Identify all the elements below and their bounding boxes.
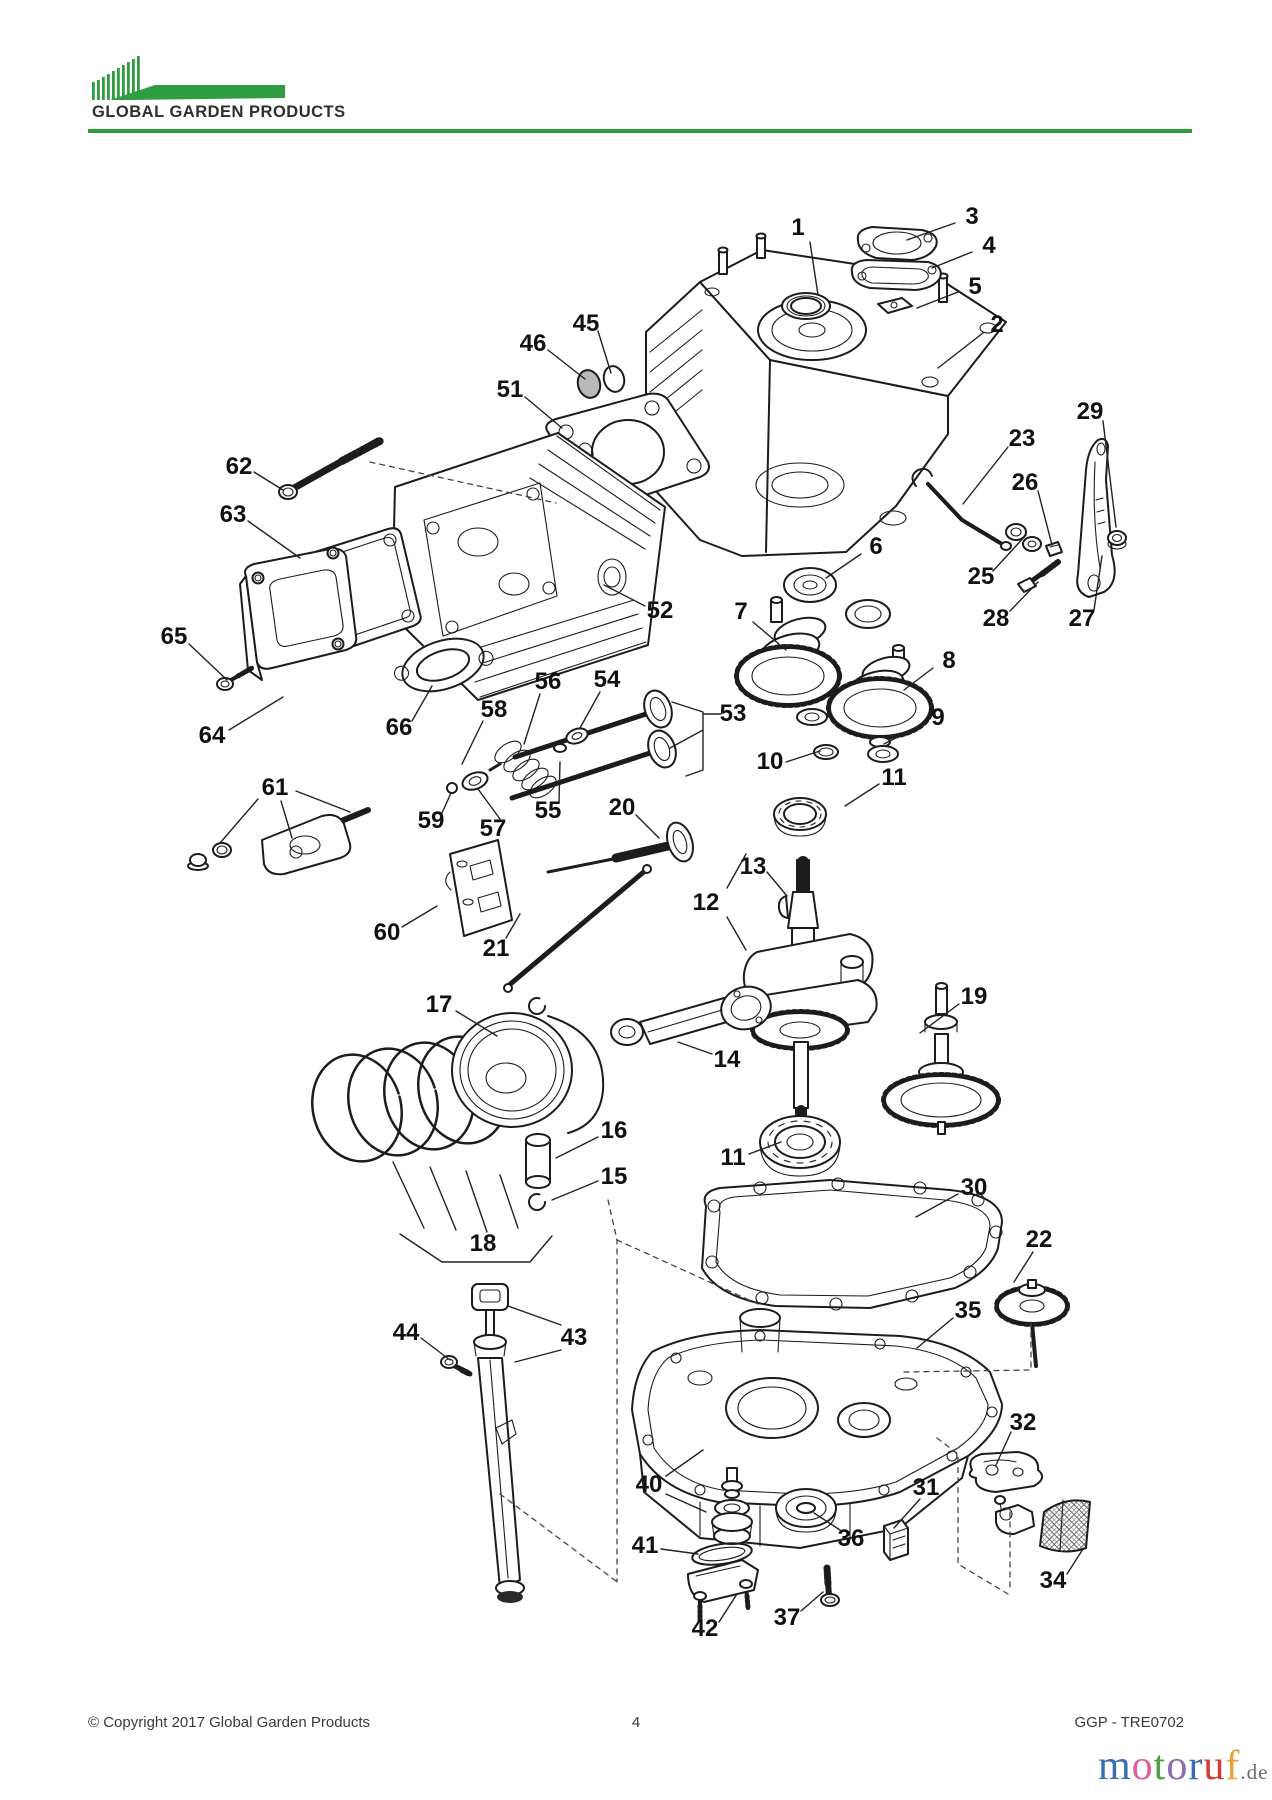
- part-filter-31: [883, 1519, 909, 1561]
- part-piston: [451, 997, 605, 1134]
- part-crankshaft: [742, 856, 878, 1131]
- part-oil-seal-36: [775, 1488, 837, 1533]
- part-bolt-44: [440, 1355, 473, 1377]
- part-head-bolt: [278, 437, 384, 500]
- part-governor-clip: [1045, 541, 1063, 557]
- part-governor-nut: [1107, 530, 1127, 550]
- part-valve-cover: [239, 546, 358, 681]
- watermark-letter: f: [1225, 1743, 1241, 1789]
- part-governor-bolt: [1017, 559, 1061, 593]
- part-oil-seal-top: [781, 292, 831, 320]
- part-valves: [509, 689, 677, 801]
- part-connecting-rod: [610, 985, 772, 1046]
- part-wrist-pin: [525, 1133, 551, 1211]
- part-cover-bolt: [216, 665, 255, 691]
- brand-text: GLOBAL GARDEN PRODUCTS: [92, 103, 346, 121]
- part-bearing-lower: [759, 1115, 841, 1177]
- part-camshaft-7: [734, 596, 842, 726]
- watermark-letter: u: [1203, 1743, 1226, 1789]
- watermark-suffix: .de: [1240, 1760, 1269, 1784]
- watermark-letter: o: [1166, 1743, 1189, 1789]
- part-exhaust-gasket: [393, 637, 494, 693]
- part-drain-plug: [711, 1467, 753, 1545]
- part-oil-pump-gear: [994, 1279, 1070, 1368]
- part-plug-and-oring: [576, 365, 626, 399]
- part-camshaft-19: [881, 982, 1001, 1135]
- watermark-letter: r: [1188, 1743, 1204, 1789]
- part-governor-lever: [1076, 437, 1116, 598]
- part-breather-gasket: [850, 259, 942, 291]
- part-sump-gasket: [701, 1177, 1003, 1311]
- part-guide-plate: [445, 839, 513, 937]
- part-governor-plate: [968, 1451, 1044, 1535]
- part-bearing-upper: [773, 797, 827, 837]
- part-bolt-37: [820, 1564, 840, 1607]
- part-breather-cover: [856, 226, 938, 261]
- ggp-logo-icon: [92, 56, 285, 100]
- part-oil-screen: [1039, 1499, 1091, 1553]
- part-breather-reed: [877, 297, 913, 314]
- part-breather-plate: [687, 1559, 759, 1623]
- watermark-letter: t: [1153, 1743, 1167, 1789]
- part-valve-20: [546, 821, 694, 874]
- footer-page-number: 4: [631, 1714, 641, 1731]
- part-governor-rod: [911, 467, 1012, 551]
- watermark-letter: m: [1098, 1743, 1132, 1789]
- footer-copyright: © Copyright 2017 Global Garden Products: [88, 1714, 371, 1731]
- watermark-letter: o: [1131, 1743, 1154, 1789]
- part-dipstick: [471, 1283, 525, 1603]
- part-governor-washers: [1005, 523, 1042, 552]
- header-rule: [88, 129, 1192, 133]
- part-sump: [631, 1308, 1003, 1549]
- part-oring-10: [813, 744, 839, 760]
- leader-lines: [188, 222, 1117, 1623]
- part-camshaft-8: [826, 644, 934, 748]
- part-washer-9: [867, 745, 899, 763]
- header: GLOBAL GARDEN PRODUCTS: [0, 0, 1272, 140]
- part-push-rod: [503, 864, 652, 993]
- part-valve-spring-group: [446, 727, 589, 799]
- footer-doc-code: GGP - TRE0702: [1074, 1714, 1185, 1731]
- part-rocker-assembly: [187, 807, 371, 876]
- part-oil-seal-6: [783, 567, 891, 629]
- motoruf-watermark[interactable]: motoruf.de: [1098, 1742, 1268, 1790]
